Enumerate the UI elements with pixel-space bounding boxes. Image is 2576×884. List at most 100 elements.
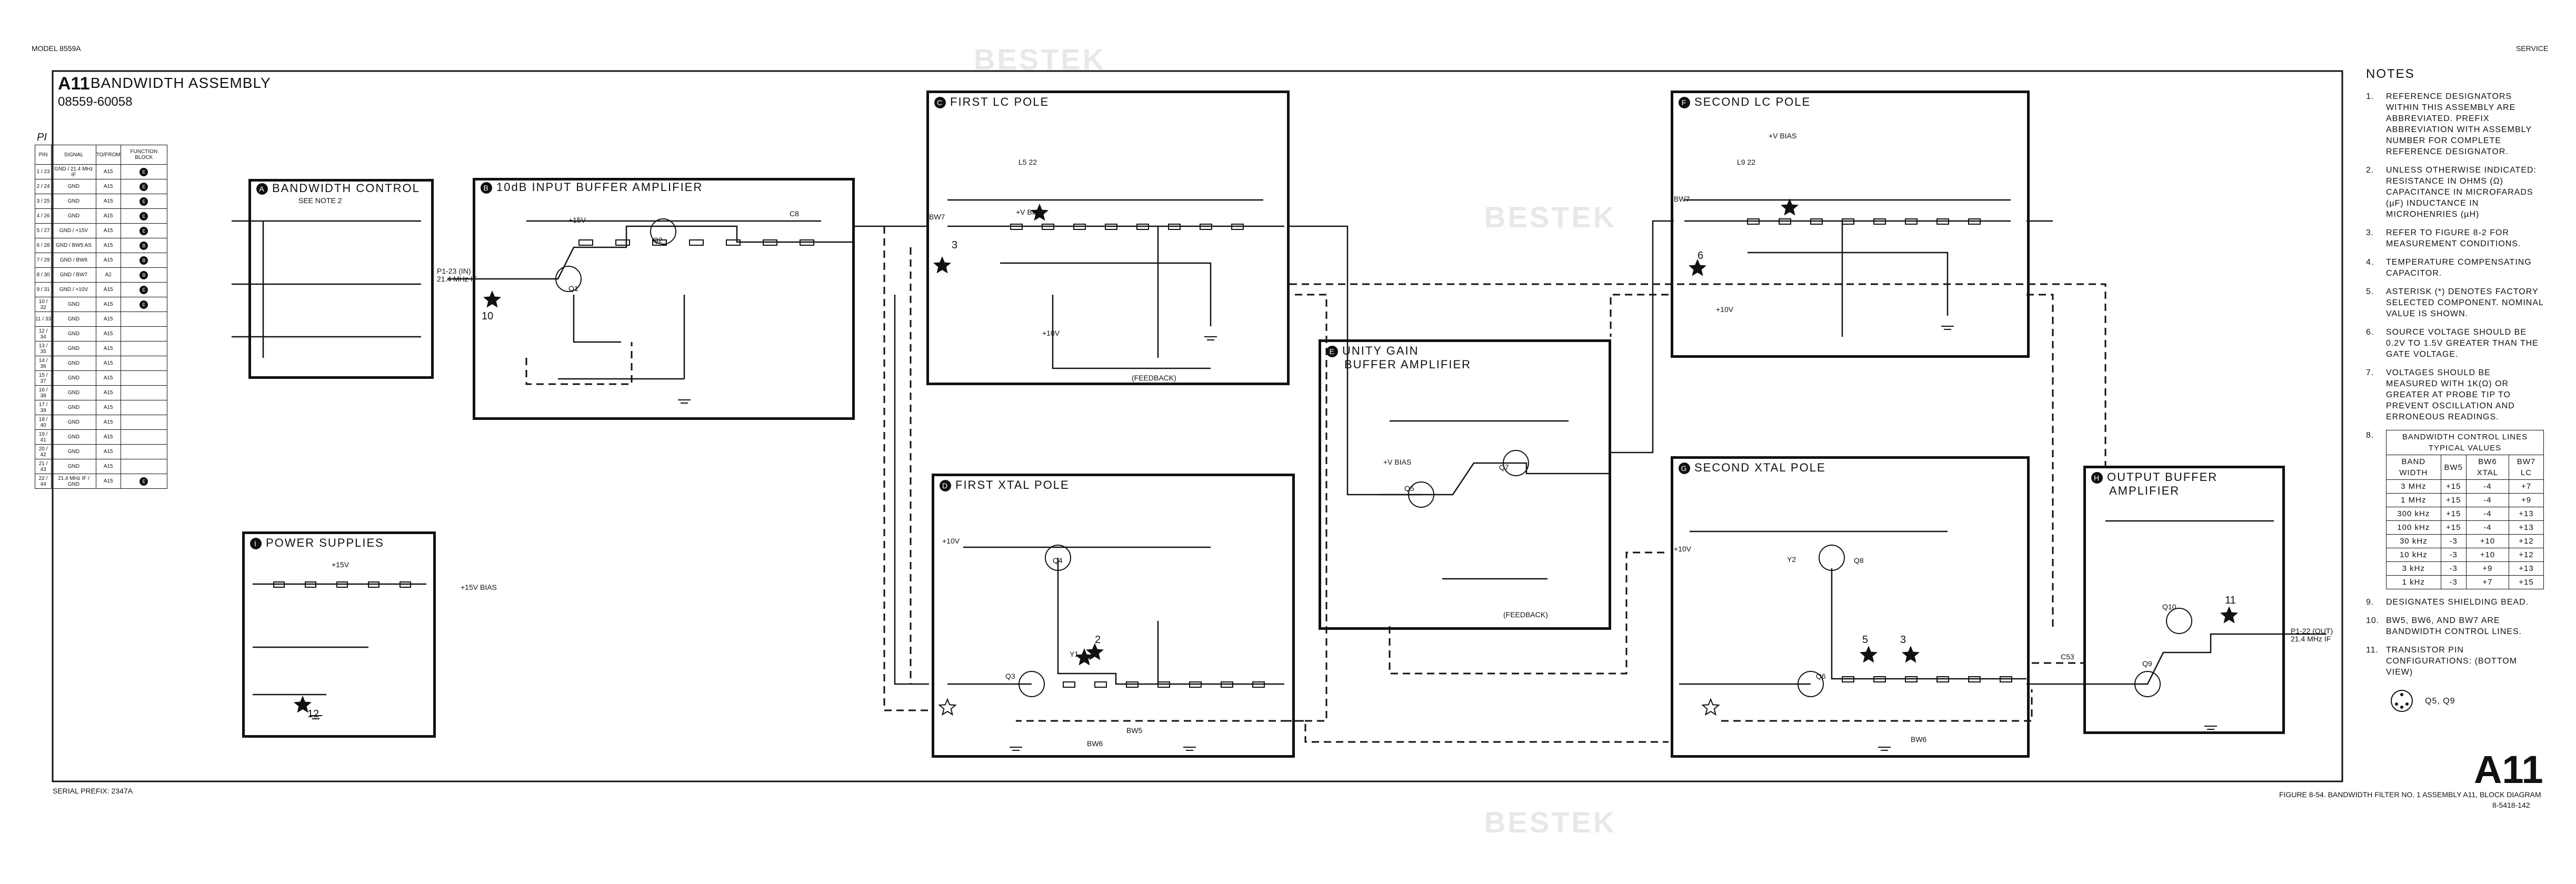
note-text: DESIGNATES SHIELDING BEAD. xyxy=(2386,598,2529,607)
notes-title: NOTES xyxy=(2366,67,2415,81)
note-item: 5.ASTERISK (*) DENOTES FACTORY SELECTED … xyxy=(2366,286,2545,319)
pin-block-cell: B xyxy=(120,253,168,268)
component-symbol xyxy=(1873,676,1886,682)
output-signal-label: P1-22 (OUT) 21.4 MHz IF xyxy=(2291,627,2333,643)
transistor-symbol xyxy=(555,266,582,292)
component-symbol xyxy=(1936,218,1949,225)
component-symbol xyxy=(652,239,667,246)
bw-table-cell: 30 kHz xyxy=(2386,534,2441,548)
signal-wire xyxy=(1611,220,1674,454)
pin-config-label: Q5, Q9 xyxy=(2425,696,2455,706)
bw5-line xyxy=(1284,720,1669,743)
component-symbol xyxy=(1842,218,1854,225)
block-subtitle: SEE NOTE 2 xyxy=(298,196,342,205)
bw-table-cell: +13 xyxy=(2509,507,2544,521)
test-point-label: 2 xyxy=(1095,634,1101,646)
component-symbol xyxy=(1126,681,1139,688)
bw-table-header-cell: BW7 LC xyxy=(2509,455,2544,480)
bw-table-header-cell: BW5 xyxy=(2440,455,2467,480)
transistor-symbol xyxy=(1045,545,1071,571)
pin-table-header-cell: PIN xyxy=(34,145,52,165)
note-number: 5. xyxy=(2366,287,2374,296)
test-point-star-icon xyxy=(1859,646,1878,663)
note-number: 2. xyxy=(2366,166,2374,175)
crystal-label: Y1 xyxy=(1070,650,1079,658)
pin-signal-cell: GND xyxy=(51,370,96,386)
component-symbol xyxy=(1905,676,1918,682)
transistor-symbol xyxy=(2166,608,2192,634)
note-text: TRANSISTOR PIN CONFIGURATIONS: (BOTTOM V… xyxy=(2386,646,2518,677)
block-badge: H xyxy=(2091,472,2103,484)
bw-table-cell: +15 xyxy=(2509,575,2544,589)
transistor-symbol xyxy=(1408,481,1434,508)
component-symbol xyxy=(1189,681,1202,688)
note-number: 9. xyxy=(2366,598,2374,607)
feedback-label: (FEEDBACK) xyxy=(1503,610,1548,619)
q-path xyxy=(663,225,853,243)
pin-pin-cell: 1 / 23 xyxy=(34,164,52,179)
test-point-star-icon xyxy=(933,256,952,274)
pin-signal-cell: GND xyxy=(51,400,96,415)
lc-wire xyxy=(1052,295,1211,369)
block-subtitle: BUFFER AMPLIFIER xyxy=(1344,358,1472,371)
watermark: BESTEK xyxy=(1484,200,1617,234)
note-item: 10.BW5, BW6, AND BW7 ARE BANDWIDTH CONTR… xyxy=(2366,615,2545,637)
function-block-badge: E xyxy=(139,197,148,206)
transistor-q6-label: Q6 xyxy=(1816,672,1826,680)
pin-block-cell: B xyxy=(120,238,168,253)
watermark: BESTEK xyxy=(1484,806,1617,839)
bw-table-cell: -3 xyxy=(2440,575,2467,589)
block-badge: G xyxy=(1679,463,1690,475)
block-badge: I xyxy=(250,538,262,550)
test-point-star-icon xyxy=(1030,204,1049,221)
component-symbol xyxy=(1968,218,1981,225)
transistor-q7-label: Q7 xyxy=(1499,463,1509,471)
component-symbol xyxy=(1221,681,1233,688)
pin-signal-cell: 21.4 MHz IF / GND xyxy=(51,474,96,489)
notes-panel: NOTES 1.REFERENCE DESIGNATORS WITHIN THI… xyxy=(2366,68,2545,717)
bw-table-cell: +15 xyxy=(2440,479,2467,494)
bw-table-cell: 1 kHz xyxy=(2386,575,2441,589)
pin-block-cell xyxy=(120,356,168,371)
function-block-badge: E xyxy=(139,226,148,235)
pin-block-cell: E xyxy=(120,164,168,179)
test-point-star-icon xyxy=(2220,606,2239,624)
block-title: FIRST XTAL POLE xyxy=(955,478,1070,491)
block-badge: A xyxy=(256,183,268,195)
function-block-badge: B xyxy=(139,270,148,279)
component-symbol xyxy=(305,581,316,588)
bw-table-cell: -3 xyxy=(2440,548,2467,562)
test-point-label: 12 xyxy=(307,708,319,720)
transistor-symbol xyxy=(650,218,676,245)
transistor-q8-label: Q8 xyxy=(1854,556,1864,565)
bw-table-cell: +13 xyxy=(2509,561,2544,576)
supply-label: +15V xyxy=(568,216,586,224)
transistor-q2-label: Q2 xyxy=(653,236,663,244)
feedback-label: (FEEDBACK) xyxy=(1132,374,1176,382)
pin-signal-cell: GND xyxy=(51,429,96,445)
figure-caption: FIGURE 8-54. BANDWIDTH FILTER NO. 1 ASSE… xyxy=(2279,790,2541,799)
buffer-wire xyxy=(1379,462,1611,496)
test-point-label: 10 xyxy=(482,310,494,322)
supply-label: +10V xyxy=(1716,305,1734,314)
pin-signal-cell: GND xyxy=(51,297,96,312)
pin-pin-cell: 16 / 38 xyxy=(34,385,52,400)
transistor-q4-label: Q4 xyxy=(1053,556,1063,565)
xtal-wire xyxy=(1057,558,1284,685)
test-point-star-icon xyxy=(1688,259,1707,276)
pin-to-cell: A15 xyxy=(95,429,121,445)
pin-signal-cell: GND xyxy=(51,459,96,474)
assembly-big-label: A11 xyxy=(2474,748,2543,791)
function-block-badge: E xyxy=(139,300,148,309)
function-block-badge: B xyxy=(139,256,148,265)
block-subtitle: AMPLIFIER xyxy=(2109,484,2180,497)
bw-table-cell: +13 xyxy=(2509,520,2544,535)
component-symbol xyxy=(1042,224,1054,230)
xtal-wire xyxy=(1831,568,2026,680)
